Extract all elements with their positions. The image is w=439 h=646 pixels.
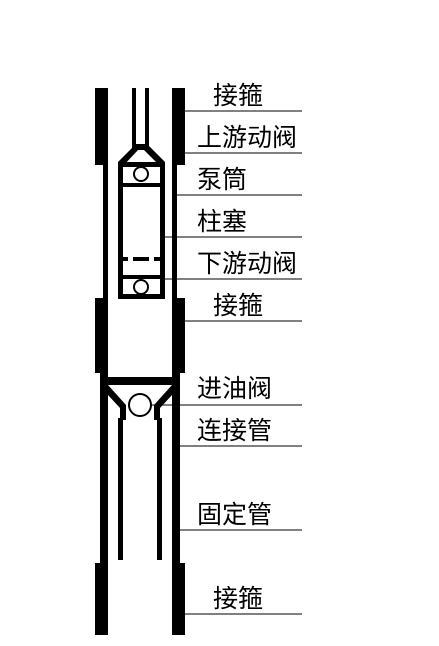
label-coupling-top: 接箍 [213, 81, 263, 110]
middle-coupling-right-wall [172, 298, 185, 373]
top-coupling-left-wall [95, 88, 108, 165]
inlet-valve-cage-left [108, 385, 126, 420]
label-pump-barrel: 泵筒 [197, 165, 247, 194]
sucker-rod-left [132, 88, 136, 148]
lower-valve-seat-right [154, 257, 165, 261]
pump-barrel-left-wall [103, 165, 108, 298]
label-coupling-middle: 接箍 [213, 291, 263, 320]
fixed-pipe-right-wall [172, 373, 180, 563]
label-fixed-pipe: 固定管 [197, 500, 272, 529]
lower-valve-seat-center [133, 257, 149, 261]
sucker-rod-right [145, 88, 149, 148]
label-upper-traveling-valve: 上游动阀 [197, 123, 297, 152]
label-lower-traveling-valve: 下游动阀 [197, 249, 297, 278]
fixed-pipe-left-wall [100, 373, 108, 563]
inlet-valve-top-bar [108, 377, 172, 385]
upper-valve-ball [133, 166, 149, 182]
lower-valve-seat-left [118, 257, 128, 261]
bottom-coupling-left-wall [95, 563, 108, 635]
lower-valve-band [118, 275, 165, 279]
inlet-valve-ball [128, 393, 152, 417]
pump-barrel-right-wall [172, 165, 177, 298]
plunger-left-wall [118, 162, 123, 298]
plunger-bottom [118, 294, 165, 299]
label-coupling-bottom: 接箍 [213, 584, 263, 613]
plunger-upper-band [118, 183, 165, 187]
middle-coupling-left-wall [95, 298, 108, 373]
top-coupling-right-wall [172, 88, 185, 165]
lower-valve-ball [133, 279, 149, 295]
upper-valve-cone [118, 144, 165, 165]
upper-valve-base [118, 162, 165, 167]
inlet-valve-cage-right [154, 385, 172, 420]
bottom-coupling-right-wall [172, 563, 185, 635]
connecting-pipe-right-wall [157, 418, 162, 560]
label-plunger: 柱塞 [197, 207, 247, 236]
label-connecting-pipe: 连接管 [197, 416, 272, 445]
plunger-right-wall [160, 162, 165, 298]
connecting-pipe-left-wall [118, 418, 123, 560]
label-inlet-valve: 进油阀 [197, 374, 272, 403]
